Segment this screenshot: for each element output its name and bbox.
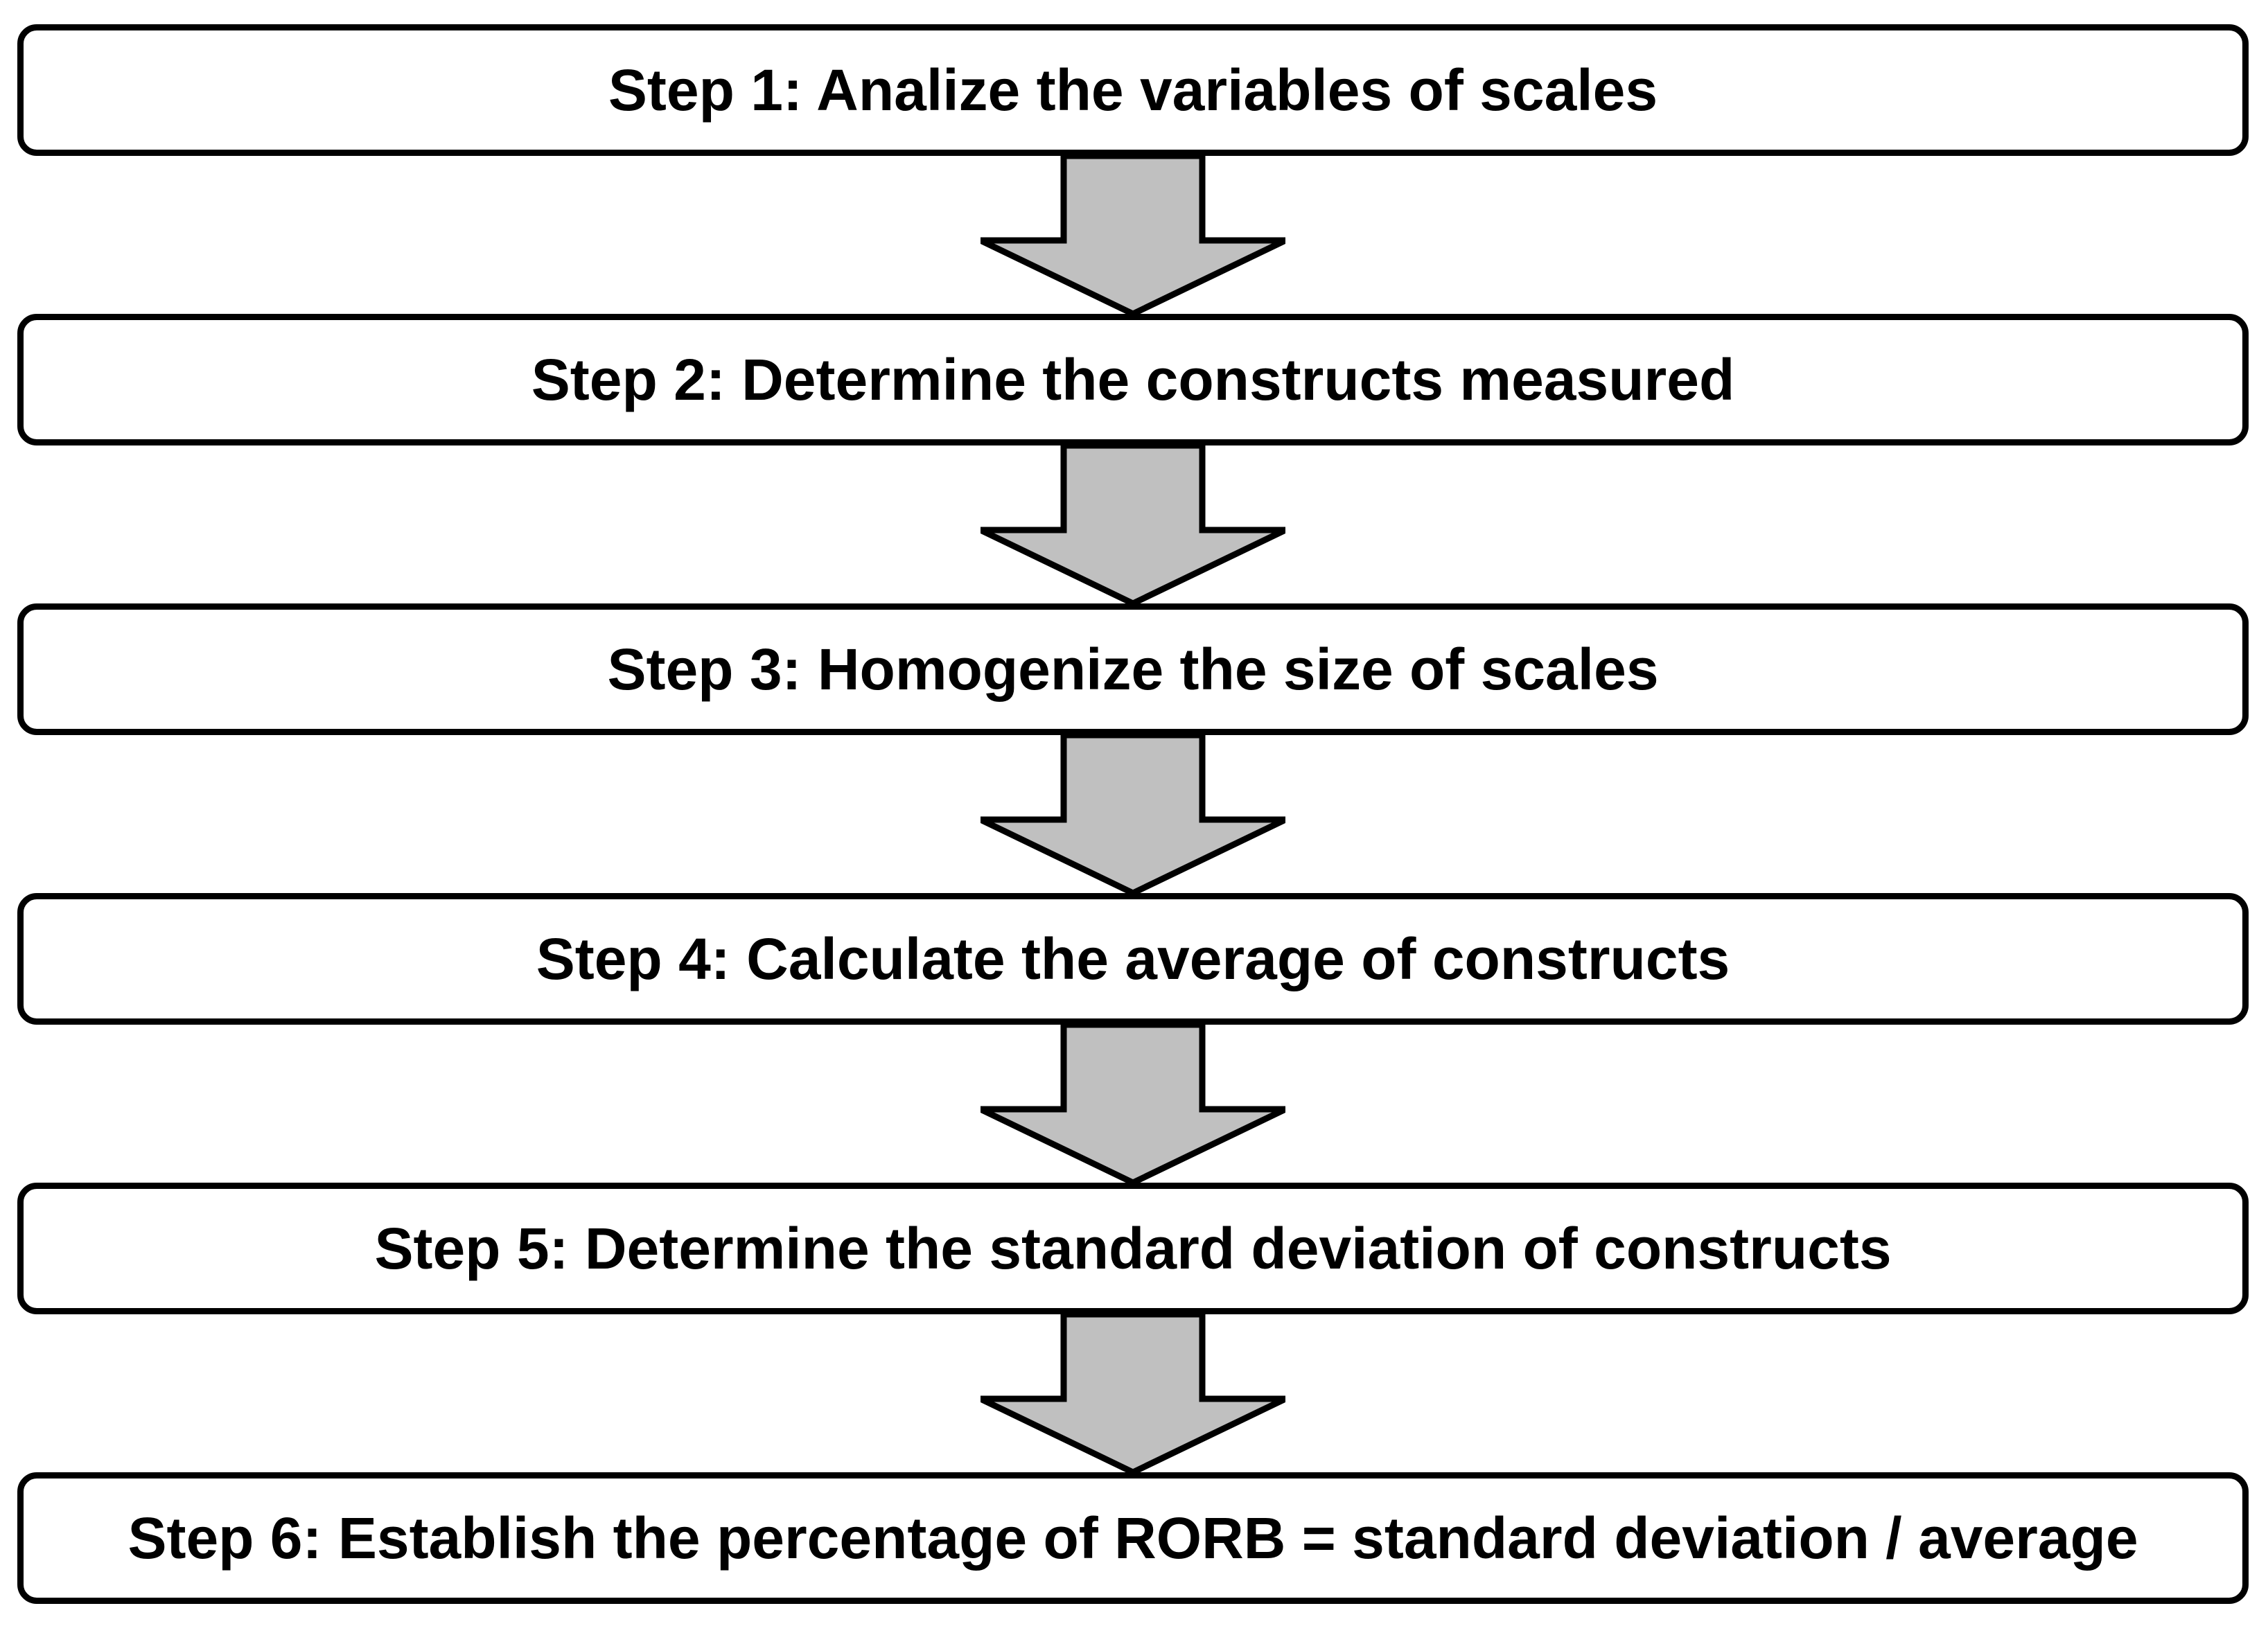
step-2-box: Step 2: Determine the constructs measure… [17, 314, 2249, 445]
step-6-box: Step 6: Establish the percentage of RORB… [17, 1472, 2249, 1604]
down-arrow-icon [981, 1314, 1285, 1474]
step-4-label: Step 4: Calculate the average of constru… [536, 926, 1730, 991]
down-arrow-icon [981, 1025, 1285, 1184]
step-3-box: Step 3: Homogenize the size of scales [17, 603, 2249, 735]
step-1-label: Step 1: Analize the variables of scales [608, 57, 1658, 123]
down-arrow-icon [981, 445, 1285, 605]
step-6-label: Step 6: Establish the percentage of RORB… [128, 1505, 2138, 1571]
step-5-label: Step 5: Determine the standard deviation… [374, 1215, 1892, 1281]
step-1-box: Step 1: Analize the variables of scales [17, 24, 2249, 156]
down-arrow-icon [981, 156, 1285, 315]
down-arrow-icon [981, 735, 1285, 894]
step-5-box: Step 5: Determine the standard deviation… [17, 1183, 2249, 1314]
step-4-box: Step 4: Calculate the average of constru… [17, 893, 2249, 1025]
step-2-label: Step 2: Determine the constructs measure… [531, 346, 1735, 412]
step-3-label: Step 3: Homogenize the size of scales [607, 636, 1659, 702]
